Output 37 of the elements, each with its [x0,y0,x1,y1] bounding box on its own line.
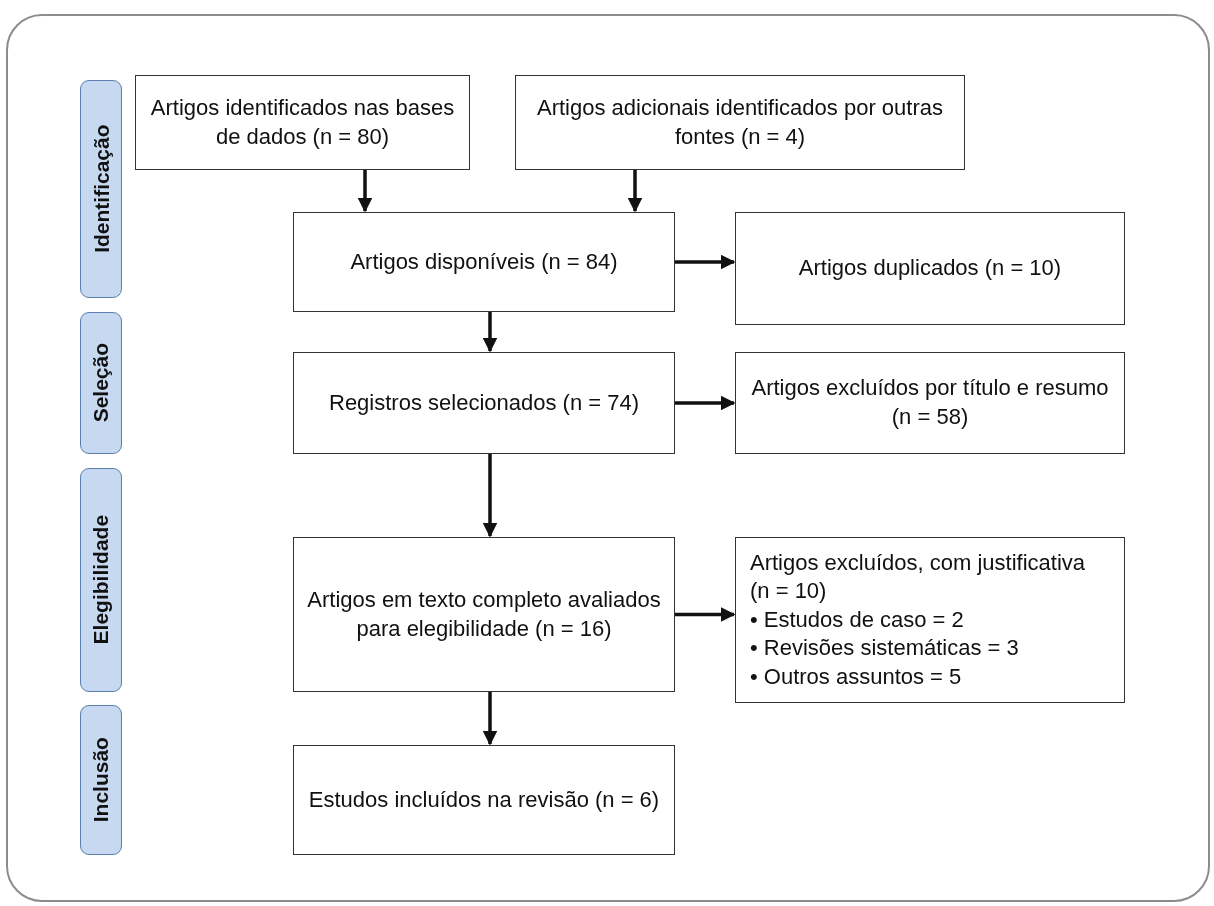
stage-label-band [80,468,122,692]
stage-label: Elegibilidade [88,515,114,645]
arrow [675,607,736,622]
stage-label: Inclusão [88,737,114,823]
stage-label: Identificação [88,124,114,254]
process-box [293,212,675,312]
stage-label-band [80,312,122,454]
arrow [482,692,498,746]
process-box [515,75,965,170]
stage-label-band [80,705,122,855]
box-text: Artigos identificados nas bases de dados (n = 80) [149,93,456,151]
box-text: Artigos em texto completo avaliados para elegibilidade (n = 16) [306,585,662,643]
process-box [135,75,470,170]
process-box [293,745,675,855]
box-text: Artigos duplicados (n = 10) [798,254,1062,283]
list-item: • Revisões sistemáticas = 3 [750,634,1019,663]
process-box [293,352,675,454]
arrow [675,254,736,270]
arrow [675,395,736,411]
box-text: Registros selecionados (n = 74) [329,388,639,417]
process-box [735,352,1125,454]
process-box [735,537,1125,703]
list-item: • Estudos de caso = 2 [750,605,964,634]
stage-label: Seleção [88,343,114,423]
arrow [357,170,373,213]
list-item: • Outros assuntos = 5 [750,662,962,691]
arrow [482,312,498,353]
process-box [293,537,675,692]
box-text: Artigos excluídos, com justificativa (n = 10) [750,548,1087,606]
box-text: Artigos disponíveis (n = 84) [350,247,618,276]
arrow [627,170,643,213]
box-text: Artigos excluídos por título e resumo (n = 58) [750,374,1110,431]
box-text: Artigos adicionais identificados por outras fontes (n = 4) [536,93,944,151]
arrow [482,454,498,538]
box-text: Estudos incluídos na revisão (n = 6) [308,785,660,814]
process-box [735,212,1125,325]
stage-label-band [80,80,122,298]
